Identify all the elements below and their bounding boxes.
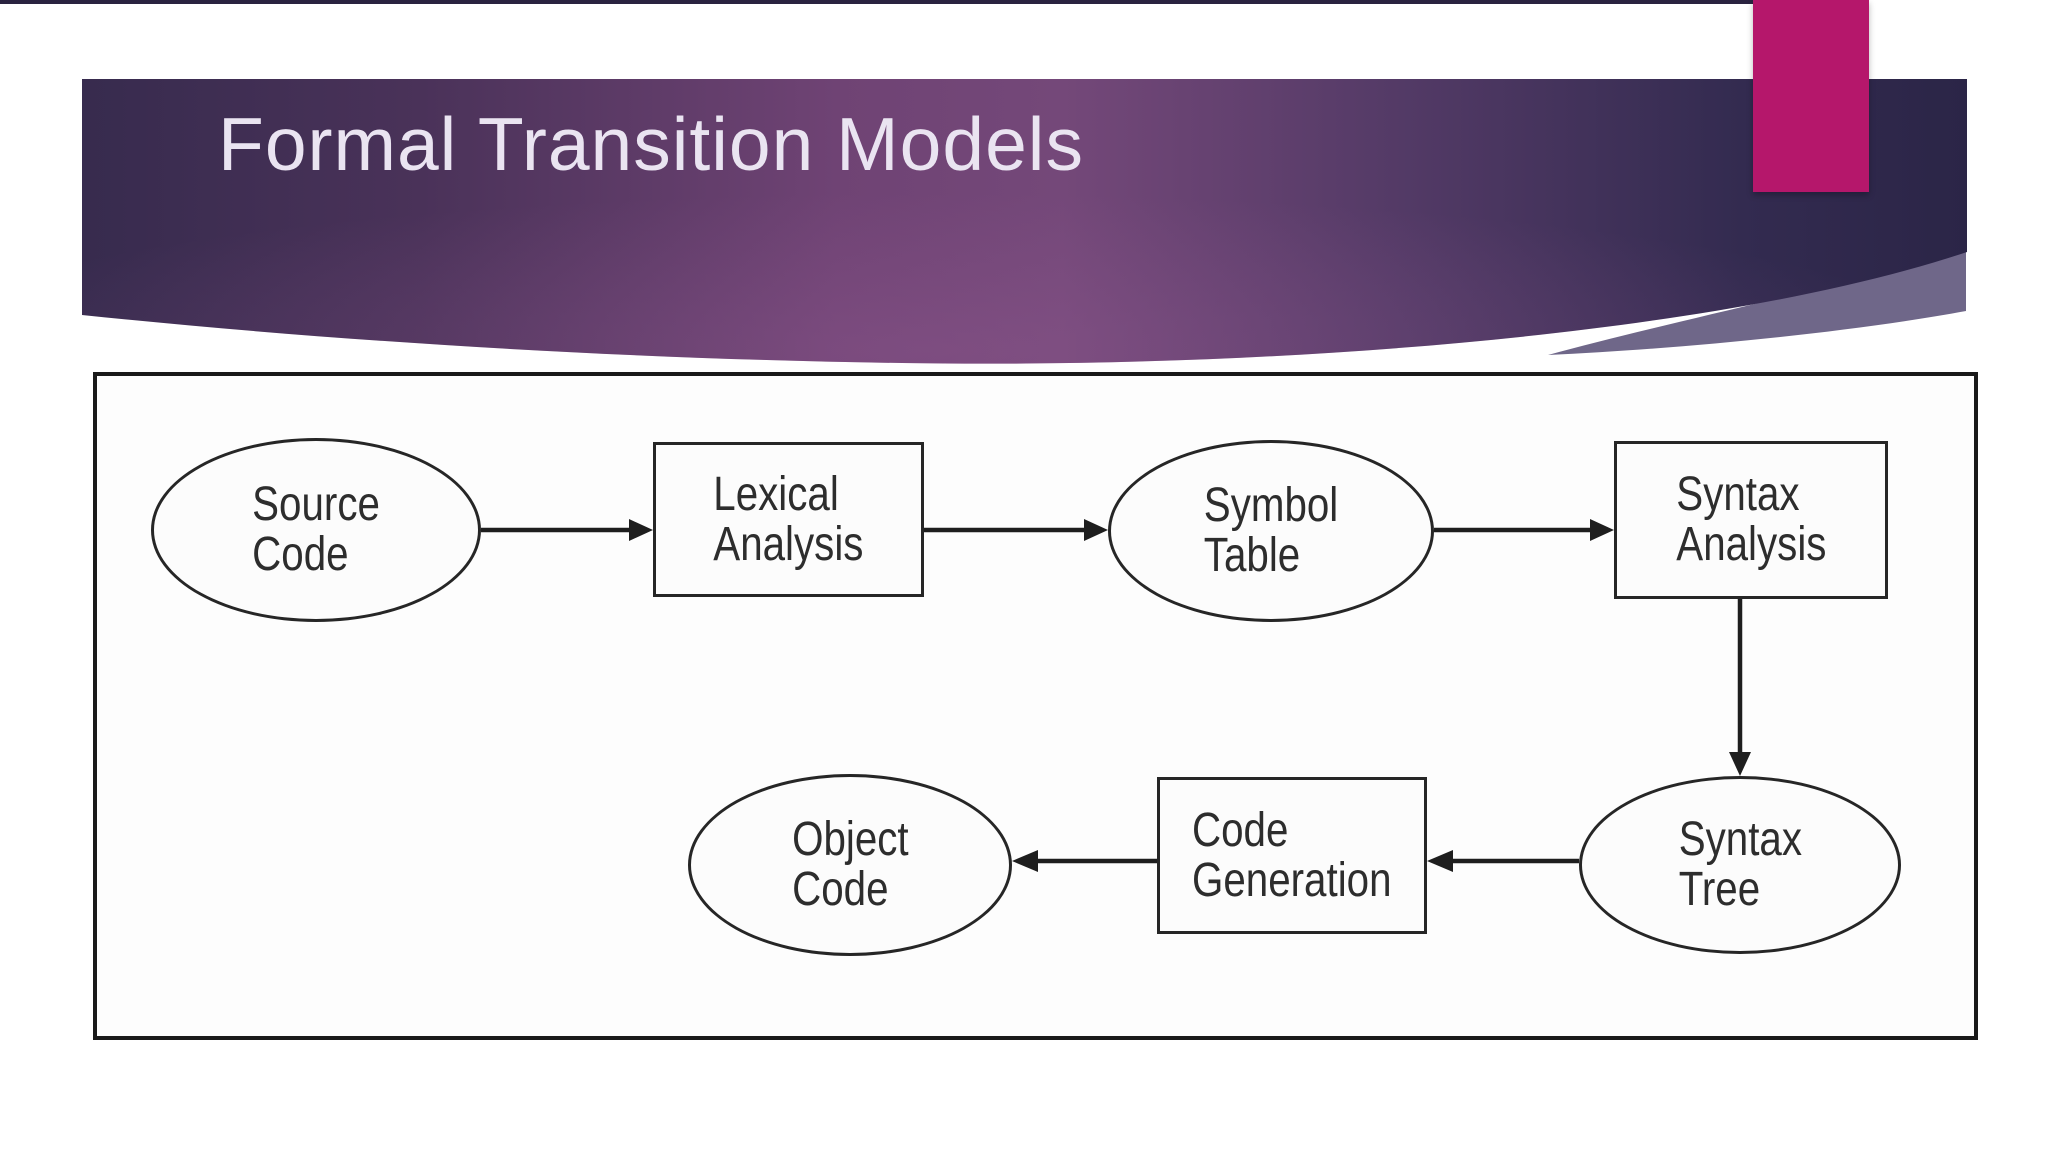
node-label-line2: Analysis xyxy=(713,517,864,571)
node-label: Code Generation xyxy=(1192,803,1392,907)
node-symbol-table: Symbol Table xyxy=(1108,440,1434,622)
top-strip xyxy=(0,0,1753,4)
node-label-line1: Lexical xyxy=(713,467,839,521)
banner-wave-graphic xyxy=(82,79,1967,364)
node-label: Lexical Analysis xyxy=(713,467,864,571)
node-label: Symbol Table xyxy=(1204,481,1338,581)
node-label-line2: Analysis xyxy=(1675,518,1827,571)
node-source-code: Source Code xyxy=(151,438,481,622)
node-label-line2: Table xyxy=(1203,529,1301,582)
node-lexical-analysis: Lexical Analysis xyxy=(653,442,924,597)
node-code-generation: Code Generation xyxy=(1157,777,1427,934)
arrow-lexical-to-symbol xyxy=(924,519,1108,541)
node-object-code: Object Code xyxy=(688,774,1012,956)
arrow-source-to-lexical xyxy=(481,519,653,541)
node-label-line1: Symbol xyxy=(1203,479,1339,532)
node-label: Object Code xyxy=(792,815,909,915)
diagram-frame: Source Code Lexical Analysis Symbol Tabl… xyxy=(93,372,1978,1040)
node-label: Syntax Analysis xyxy=(1676,470,1826,570)
arrow-syntax-analysis-to-syntax-tree xyxy=(1729,599,1751,776)
node-syntax-analysis: Syntax Analysis xyxy=(1614,441,1888,599)
page-title: Formal Transition Models xyxy=(218,102,1084,186)
node-label-line2: Code xyxy=(791,863,889,916)
node-label-line1: Source xyxy=(252,478,380,531)
accent-bar xyxy=(1753,0,1869,192)
node-label-line1: Syntax xyxy=(1678,813,1802,866)
arrow-syntax-tree-to-code-generation xyxy=(1427,850,1579,872)
node-label: Syntax Tree xyxy=(1678,815,1801,915)
arrow-code-generation-to-object-code xyxy=(1012,850,1157,872)
banner-glow xyxy=(82,79,1967,364)
node-label-line1: Syntax xyxy=(1675,468,1800,521)
node-label: Source Code xyxy=(252,480,380,580)
arrow-symbol-to-syntax-analysis xyxy=(1434,519,1614,541)
node-label-line1: Object xyxy=(791,813,909,866)
title-banner: Formal Transition Models xyxy=(82,79,1967,379)
node-label-line2: Code xyxy=(252,528,349,581)
node-label-line2: Tree xyxy=(1678,863,1760,916)
node-syntax-tree: Syntax Tree xyxy=(1579,776,1901,954)
node-label-line1: Code xyxy=(1192,803,1289,857)
connector-arrows xyxy=(481,519,1751,872)
node-label-line2: Generation xyxy=(1192,853,1392,907)
